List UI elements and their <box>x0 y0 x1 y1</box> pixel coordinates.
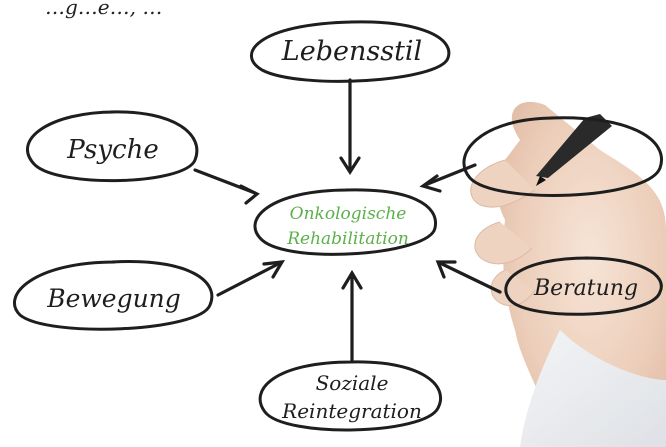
lebensstil-label: Lebensstil <box>281 36 422 67</box>
center-label-line1: Onkologische <box>290 204 407 224</box>
soziale-label-line1: Soziale <box>316 371 389 395</box>
psyche-label: Psyche <box>66 135 159 165</box>
beratung-label: Beratung <box>533 276 638 301</box>
top-partial-text: …g…e…, … <box>45 0 162 19</box>
soziale-label-line2: Reintegration <box>281 399 422 423</box>
center-label-line2: Rehabilitation <box>286 229 409 249</box>
bewegung-label: Bewegung <box>46 284 181 313</box>
